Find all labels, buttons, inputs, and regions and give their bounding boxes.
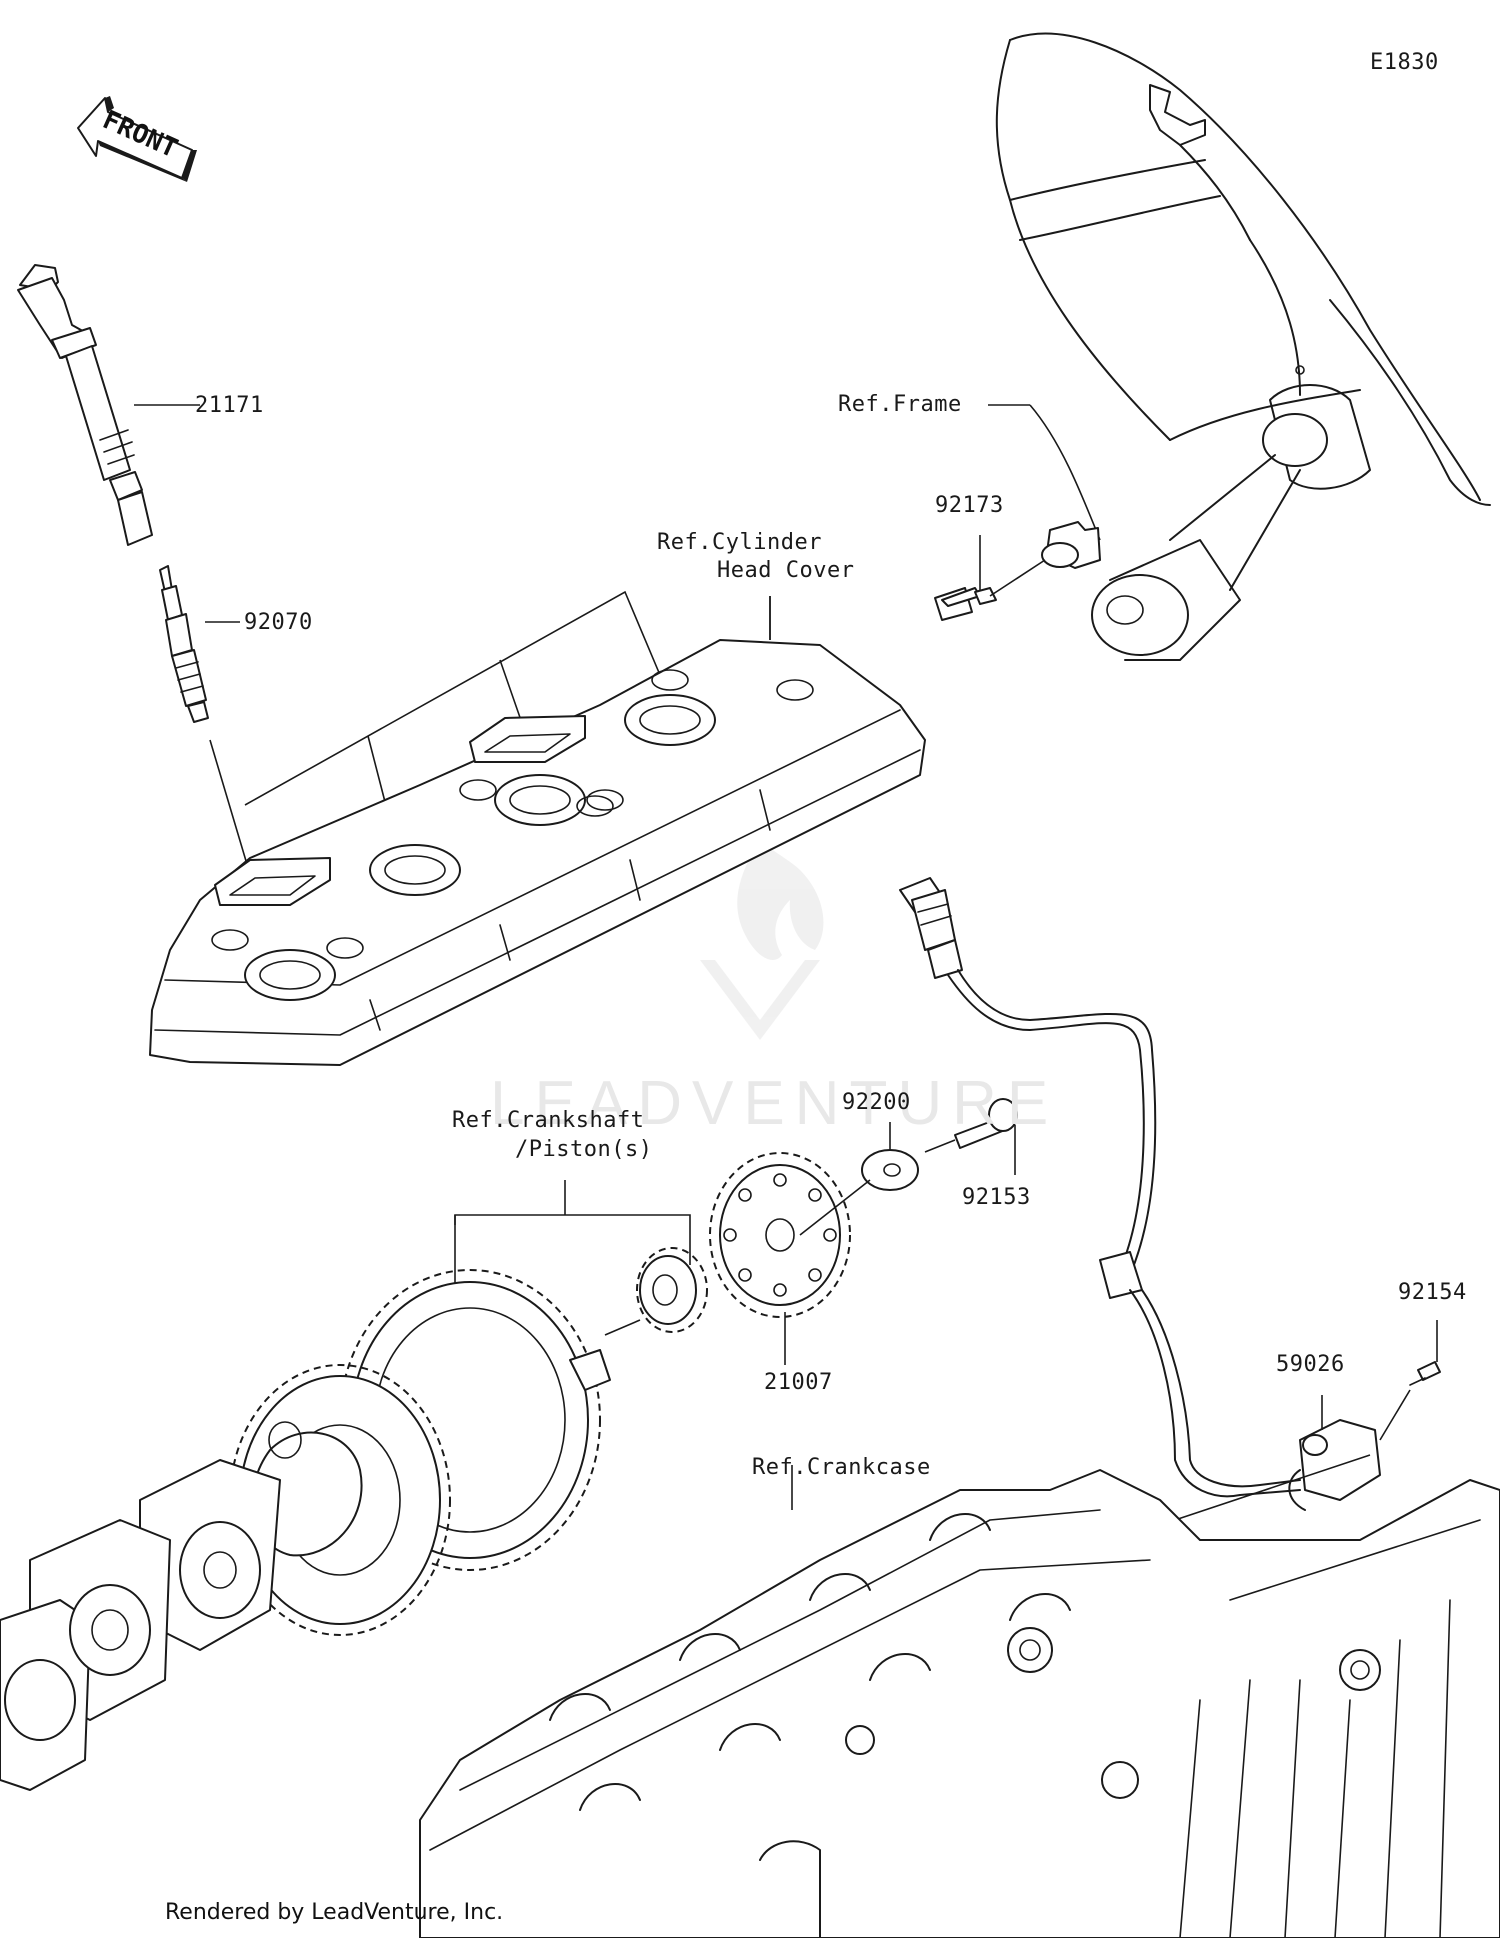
ref-cylinder-head-cover-line1[interactable]: Ref.Cylinder bbox=[657, 530, 822, 555]
front-arrow-icon: FRONT bbox=[77, 96, 197, 182]
callout-21007[interactable]: 21007 bbox=[764, 1370, 833, 1395]
sensor-92173-part bbox=[934, 535, 1046, 621]
ref-crankshaft-line2[interactable]: /Piston(s) bbox=[515, 1137, 653, 1162]
bolt-92153-part bbox=[924, 1098, 1018, 1175]
plug-hole-1 bbox=[244, 949, 336, 1001]
ref-crankshaft-line1[interactable]: Ref.Crankshaft bbox=[452, 1108, 645, 1133]
callout-92200[interactable]: 92200 bbox=[842, 1090, 911, 1115]
ref-crankcase[interactable]: Ref.Crankcase bbox=[752, 1455, 931, 1480]
frame-part bbox=[988, 32, 1491, 661]
callout-92070[interactable]: 92070 bbox=[244, 610, 313, 635]
spark-plug-part bbox=[159, 565, 261, 909]
watermark-logo-icon bbox=[700, 840, 824, 1040]
plug-hole-2 bbox=[369, 844, 461, 896]
ignition-coil-part bbox=[17, 264, 200, 546]
rotor-holes bbox=[723, 1173, 837, 1297]
callout-21171[interactable]: 21171 bbox=[195, 393, 264, 418]
plug-hole-3 bbox=[494, 774, 586, 826]
plug-hole-4 bbox=[624, 694, 716, 746]
crankshaft-part bbox=[0, 1180, 708, 1791]
ref-frame[interactable]: Ref.Frame bbox=[838, 392, 962, 417]
timing-rotor-part bbox=[709, 1152, 871, 1365]
callout-59026[interactable]: 59026 bbox=[1276, 1352, 1345, 1377]
footer-credit: Rendered by LeadVenture, Inc. bbox=[165, 1900, 504, 1925]
callout-92173[interactable]: 92173 bbox=[935, 493, 1004, 518]
diagram-code: E1830 bbox=[1370, 50, 1439, 75]
ref-cylinder-head-cover-line2[interactable]: Head Cover bbox=[717, 558, 855, 583]
washer-92200-part bbox=[861, 1122, 919, 1191]
watermark-text: LEADVENTURE bbox=[490, 1069, 1059, 1138]
pickup-coil-part bbox=[1174, 1320, 1441, 1521]
crankcase-part bbox=[419, 1465, 1500, 1938]
pickup-harness-part bbox=[899, 877, 1301, 1498]
callout-92154[interactable]: 92154 bbox=[1398, 1280, 1467, 1305]
callout-92153[interactable]: 92153 bbox=[962, 1185, 1031, 1210]
cylinder-head-cover-part bbox=[149, 639, 926, 1066]
